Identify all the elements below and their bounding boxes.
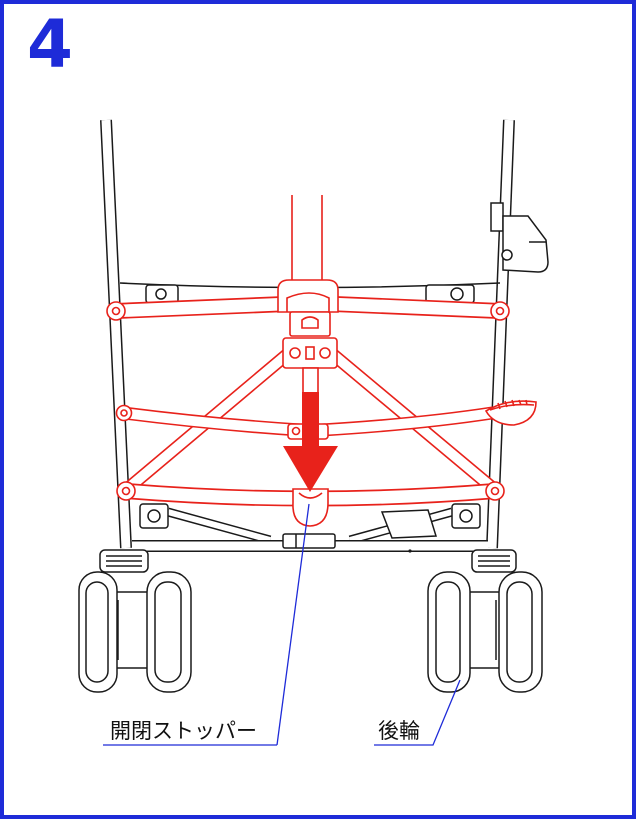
side-clamp-right (490, 202, 549, 273)
center-handle (277, 195, 339, 395)
lock-latch (301, 316, 319, 329)
wheel-set-left (78, 549, 192, 693)
joint-middle-left-pin (120, 409, 128, 417)
pedal-grip (511, 399, 515, 407)
lower-bracket-right (451, 503, 481, 529)
stopper-edge (298, 492, 323, 499)
rivet (408, 549, 412, 553)
pedal-grip (497, 402, 501, 410)
stopper-body (292, 488, 329, 527)
footrest-left (99, 549, 149, 573)
open-close-stopper (292, 488, 329, 527)
clamp-body (502, 215, 549, 273)
hinge-pin-right (319, 347, 331, 359)
handle-pole-right (486, 119, 515, 549)
wheel-right-inner (427, 571, 471, 693)
lower-bracket-left (139, 503, 169, 529)
wheel-set-right (427, 549, 543, 693)
leader-rear-wheel (374, 679, 461, 746)
handle-cap (277, 279, 339, 313)
handle-pole-left (100, 119, 132, 549)
leader-stopper (103, 503, 310, 746)
tire (146, 571, 192, 693)
arrow-shaft (302, 392, 319, 448)
lower-link-left-body (167, 509, 271, 543)
joints (106, 301, 510, 501)
joint-bottom-right-pin (490, 486, 500, 496)
pole-right-body (487, 119, 514, 549)
wheel-left-inner (146, 571, 192, 693)
joint-bottom-left-pin (121, 486, 131, 496)
hinge-pin-left (289, 347, 301, 359)
pole-left-body (101, 119, 131, 549)
pedal-grip (525, 399, 528, 406)
lower-frame (132, 503, 488, 553)
pedal-grip (518, 399, 522, 406)
rim (435, 581, 461, 683)
label-open-close-stopper: 開閉ストッパー (110, 719, 257, 743)
pedal-grip (504, 400, 508, 408)
joint-top-left-pin (111, 306, 121, 316)
leader-line (374, 679, 461, 746)
release-pedal (484, 399, 537, 426)
seat-clip-right (425, 284, 475, 304)
folding-mechanism (106, 195, 537, 527)
bracket-pin (147, 509, 161, 523)
rim (506, 581, 533, 683)
lower-hinge-box (380, 509, 438, 539)
rim (85, 581, 109, 683)
clip-hole (450, 287, 464, 301)
wheel-left-outer (78, 571, 118, 693)
lock-housing (289, 311, 331, 337)
pedal-rim (489, 403, 535, 411)
bracket-pin (459, 509, 473, 523)
joint-top-right-pin (495, 306, 505, 316)
handle-cap-notch (286, 292, 330, 312)
step-number: 4 (27, 6, 73, 83)
wheel-right-outer (498, 571, 543, 693)
arrow-head (283, 446, 338, 492)
push-down-arrow (283, 392, 338, 492)
hinge-slot (305, 346, 315, 360)
rim (154, 581, 182, 683)
footrest-right (471, 549, 517, 573)
clip-hole (155, 288, 167, 300)
middle-joint-pin (291, 426, 301, 436)
clamp-pin (501, 249, 513, 261)
handle-fill (292, 195, 322, 283)
label-rear-wheel: 後輪 (378, 719, 420, 743)
leader-line (276, 503, 310, 746)
